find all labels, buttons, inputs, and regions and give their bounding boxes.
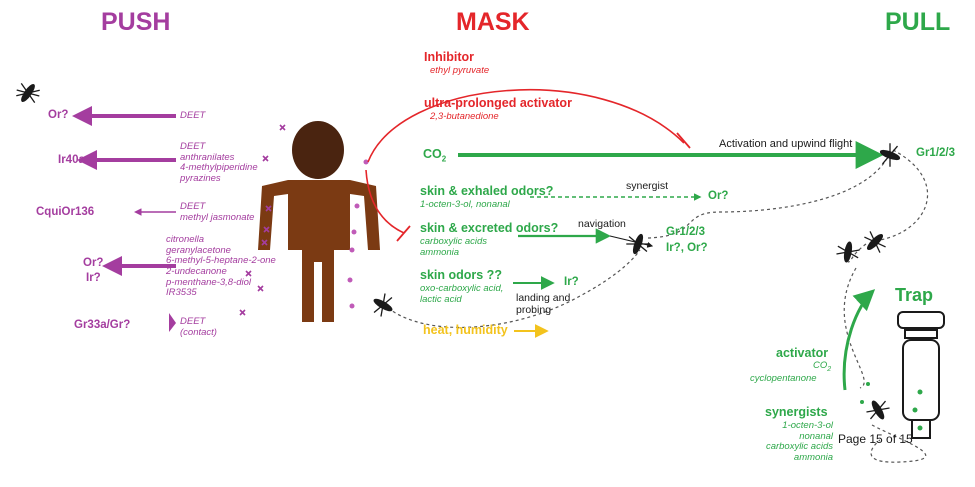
skin-title: skin odors ?? <box>420 268 502 282</box>
push-compound: DEET <box>180 316 206 327</box>
push-compound: 6-methyl-5-heptane-2-one <box>166 255 276 267</box>
emission-dots <box>347 159 369 309</box>
synergist-label: synergist <box>626 180 669 192</box>
push-compound-group: DEET (contact) <box>180 316 217 338</box>
synergist-compound: carboxylic acids <box>765 441 833 453</box>
push-compound: 4-methylpiperidine <box>180 162 258 174</box>
excreted-compound: carboxylic acids <box>420 236 488 247</box>
synergist-compound: nonanal <box>799 430 833 442</box>
pull-co2-subscript: 2 <box>827 365 832 373</box>
push-compound-group: DEET anthranilates 4-methylpiperidine py… <box>180 141 258 185</box>
excreted-receptor: Ir?, Or? <box>666 242 708 254</box>
co2-text: CO <box>423 147 442 161</box>
mosquito-icon <box>16 83 901 420</box>
inhibitor-compound: ethyl pyruvate <box>430 65 490 76</box>
landing-line: landing and <box>516 292 571 304</box>
synergist-compound: 1-octen-3-ol <box>782 420 833 431</box>
activator-title: ultra-prolonged activator <box>424 96 572 110</box>
push-header: PUSH <box>101 8 171 36</box>
push-receptor: Or? <box>83 257 104 269</box>
co2-subscript: 2 <box>441 154 447 164</box>
push-receptor: Gr33a/Gr? <box>74 319 131 331</box>
exhaled-title: skin & exhaled odors? <box>420 184 554 198</box>
push-compound: (contact) <box>180 326 217 338</box>
skin-compound: oxo-carboxylic acid, <box>420 283 504 294</box>
push-compound: citronella <box>166 234 205 245</box>
push-compound: DEET <box>180 110 206 121</box>
push-compound: geranylacetone <box>166 244 231 256</box>
push-receptor: Or? <box>48 109 69 121</box>
push-compound: DEET <box>180 141 206 152</box>
skin-compounds: oxo-carboxylic acid, lactic acid <box>420 283 504 305</box>
push-receptor: Ir? <box>86 272 101 284</box>
co2-label: CO2 <box>423 147 446 164</box>
push-compound: 2-undecanone <box>166 265 227 277</box>
page-label: Page 15 of 15 <box>838 432 913 446</box>
flight-path <box>387 149 929 463</box>
synergist-compound: ammonia <box>793 451 833 463</box>
push-compound: methyl jasmonate <box>180 211 255 223</box>
push-compound: pyrazines <box>180 172 221 184</box>
human-figure <box>258 121 380 322</box>
heat-label: heat, humidity <box>423 323 508 337</box>
push-compound: p-menthane-3,8-diol <box>166 276 252 288</box>
pull-activator-title: activator <box>776 346 829 360</box>
push-compound-group: DEET methyl jasmonate <box>180 201 255 223</box>
synergists-list: 1-octen-3-ol nonanal carboxylic acids am… <box>765 420 833 464</box>
trap-device <box>842 289 945 439</box>
pull-header: PULL <box>885 8 951 36</box>
excreted-compounds: carboxylic acids ammonia <box>420 236 488 258</box>
excreted-title: skin & excreted odors? <box>420 221 559 235</box>
activator-compound: 2,3-butanedione <box>430 111 499 122</box>
exhaled-compounds: 1-octen-3-ol, nonanal <box>420 199 510 210</box>
inhibitor-title: Inhibitor <box>424 50 474 64</box>
pull-activator-co2: CO2 <box>813 360 832 374</box>
exhaled-receptor: Or? <box>708 190 729 202</box>
skin-compound: lactic acid <box>420 293 462 305</box>
activation-label: Activation and upwind flight <box>719 138 853 150</box>
pull-co2-text: CO <box>813 360 828 371</box>
push-receptor: CquiOr136 <box>36 206 95 218</box>
push-compound: IR3535 <box>166 287 197 299</box>
push-receptor: Ir40a <box>58 154 85 166</box>
synergists-title: synergists <box>765 405 828 419</box>
excreted-receptor: Gr1/2/3 <box>666 226 705 238</box>
x-marks <box>239 124 286 316</box>
push-compound: DEET <box>180 201 206 212</box>
navigation-label: navigation <box>578 218 626 230</box>
mask-arrows <box>365 89 884 338</box>
trap-label: Trap <box>895 285 934 305</box>
gr-top-label: Gr1/2/3 <box>916 147 955 159</box>
push-compound-group: citronella geranylacetone 6-methyl-5-hep… <box>166 234 276 299</box>
landing-line: probing <box>516 303 552 316</box>
skin-receptor: Ir? <box>564 276 579 288</box>
push-arrows <box>72 106 176 332</box>
push-compound: anthranilates <box>180 151 235 163</box>
mask-header: MASK <box>456 8 530 36</box>
pull-activator-compound: cyclopentanone <box>750 373 817 384</box>
landing-label: landing and probing <box>516 292 571 317</box>
excreted-compound: ammonia <box>420 246 460 258</box>
